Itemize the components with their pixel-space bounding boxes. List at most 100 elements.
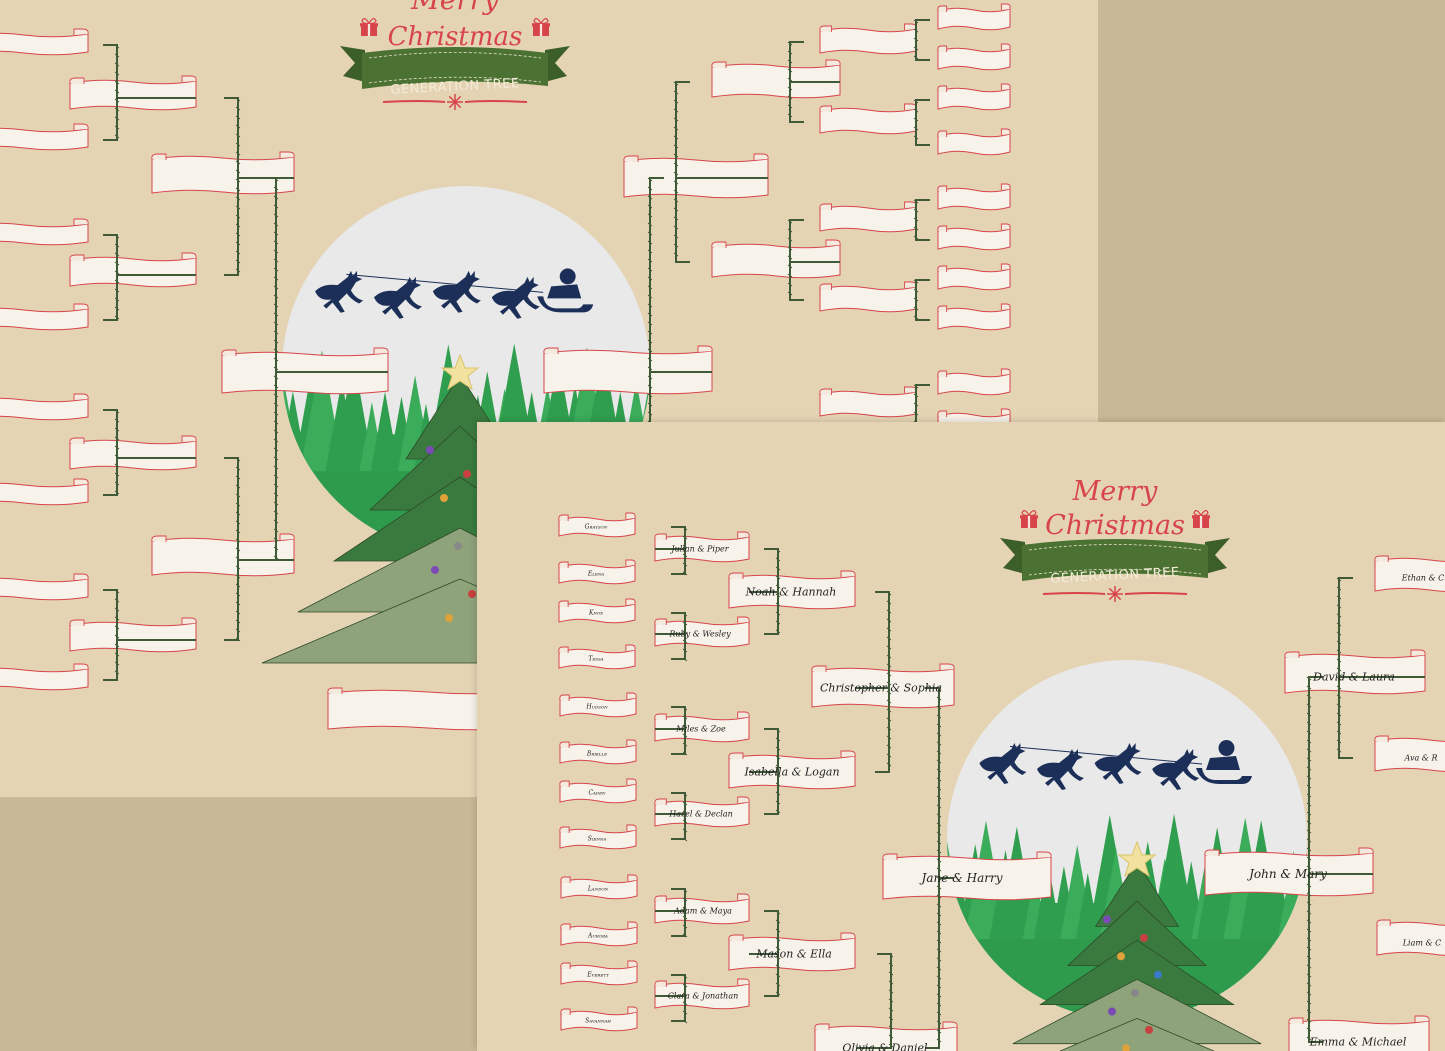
pine-tree bbox=[332, 356, 375, 472]
banner-curl bbox=[937, 5, 948, 12]
pine-needle bbox=[114, 598, 120, 603]
banner-curl bbox=[937, 225, 948, 232]
pine-needle bbox=[1336, 667, 1342, 672]
pine-needle bbox=[673, 234, 679, 239]
pine-needle bbox=[235, 457, 241, 462]
branch-line bbox=[915, 99, 930, 146]
banner-curl bbox=[937, 265, 948, 272]
pine-needle bbox=[886, 618, 892, 623]
banner-curl bbox=[1288, 1017, 1304, 1024]
pine-needle bbox=[787, 237, 793, 242]
pine-needle bbox=[647, 213, 653, 218]
branch-connector bbox=[749, 728, 781, 815]
name-banner bbox=[0, 478, 89, 506]
sleigh bbox=[1196, 740, 1252, 784]
banner-body bbox=[559, 782, 637, 804]
branch-connector bbox=[1306, 676, 1373, 1043]
pine-needle bbox=[273, 555, 279, 560]
branch-connector bbox=[103, 589, 196, 681]
pine-needle bbox=[235, 196, 241, 201]
pine-needle bbox=[888, 1034, 894, 1039]
pine-needle bbox=[235, 556, 241, 561]
pine-needle bbox=[1336, 712, 1342, 717]
pine-needle bbox=[1306, 865, 1312, 870]
great-grandchild-label: Caden bbox=[588, 789, 606, 797]
pine-needle bbox=[936, 921, 942, 926]
banner-curl bbox=[373, 347, 389, 354]
star-icon bbox=[440, 353, 480, 391]
pine-needle bbox=[235, 592, 241, 597]
banner-body bbox=[937, 372, 1011, 396]
pine-needle bbox=[936, 948, 942, 953]
pine-needle bbox=[273, 294, 279, 299]
pine-needle bbox=[913, 226, 919, 231]
reindeer-body bbox=[1152, 749, 1200, 790]
child-couple-label: Noah & Hannah bbox=[745, 585, 837, 599]
pine-needle bbox=[273, 222, 279, 227]
name-banner bbox=[1374, 735, 1445, 772]
banner-body bbox=[559, 743, 637, 765]
banner-curl bbox=[882, 853, 898, 860]
pine-needle bbox=[114, 297, 120, 302]
pine-needle bbox=[682, 933, 688, 938]
pine-needle bbox=[682, 906, 688, 911]
header-merry: Merry bbox=[1072, 476, 1158, 507]
name-banner bbox=[937, 183, 1011, 211]
banner-body bbox=[69, 79, 197, 111]
branch-line bbox=[671, 612, 686, 660]
name-banner bbox=[819, 386, 917, 418]
pine-needle bbox=[235, 133, 241, 138]
pine-needle bbox=[1336, 586, 1342, 591]
branch-connector bbox=[655, 888, 688, 938]
pine-needle bbox=[682, 751, 688, 756]
reindeer-body bbox=[432, 270, 481, 313]
name-banner bbox=[711, 239, 841, 279]
banner-curl bbox=[560, 1008, 571, 1015]
grandchild-couple-label: Ruby & Wesley bbox=[669, 629, 731, 639]
name-banner bbox=[882, 851, 1052, 901]
pine-needle bbox=[886, 672, 892, 677]
branch-connector bbox=[749, 548, 781, 635]
name-banner bbox=[711, 59, 841, 99]
reindeer-sleigh-icon bbox=[537, 268, 594, 313]
pine-needle bbox=[1306, 892, 1312, 897]
pine-needle bbox=[647, 285, 653, 290]
name-banner bbox=[819, 281, 917, 313]
banner-curl bbox=[737, 711, 750, 718]
pine-needle bbox=[273, 240, 279, 245]
name-banner bbox=[151, 151, 295, 195]
header-divider bbox=[382, 100, 528, 103]
name-banner bbox=[654, 978, 750, 1010]
banner-body bbox=[543, 349, 713, 395]
pine-needle bbox=[682, 1019, 688, 1024]
pine-needle bbox=[886, 600, 892, 605]
pine-needle bbox=[114, 589, 120, 594]
pine-needle bbox=[936, 714, 942, 719]
pine-needle bbox=[273, 177, 279, 182]
banner-body bbox=[1204, 851, 1374, 897]
pine-needle bbox=[114, 252, 120, 257]
great-grandchild-label: Tessa bbox=[588, 655, 604, 663]
pine-needle bbox=[114, 53, 120, 58]
pine-needle bbox=[235, 232, 241, 237]
reindeer-icon bbox=[1037, 749, 1084, 790]
pine-needle bbox=[673, 207, 679, 212]
branch-line bbox=[675, 81, 690, 263]
branch-line bbox=[789, 219, 804, 301]
pine-needle bbox=[114, 409, 120, 414]
branch-line bbox=[875, 591, 890, 773]
pine-needle bbox=[114, 116, 120, 121]
pine-needle bbox=[235, 475, 241, 480]
banner-curl bbox=[737, 978, 750, 985]
name-banner bbox=[543, 345, 713, 395]
pine-needle bbox=[886, 636, 892, 641]
banner-body bbox=[819, 205, 917, 233]
pine-needle bbox=[775, 548, 781, 553]
banner-curl bbox=[623, 155, 639, 162]
name-banner bbox=[937, 43, 1011, 71]
pine-needle bbox=[235, 565, 241, 570]
right-child-couple-label: Ava & R bbox=[1404, 753, 1438, 763]
pine-needle bbox=[886, 591, 892, 596]
pine-needle bbox=[1336, 595, 1342, 600]
pine-needle bbox=[787, 264, 793, 269]
